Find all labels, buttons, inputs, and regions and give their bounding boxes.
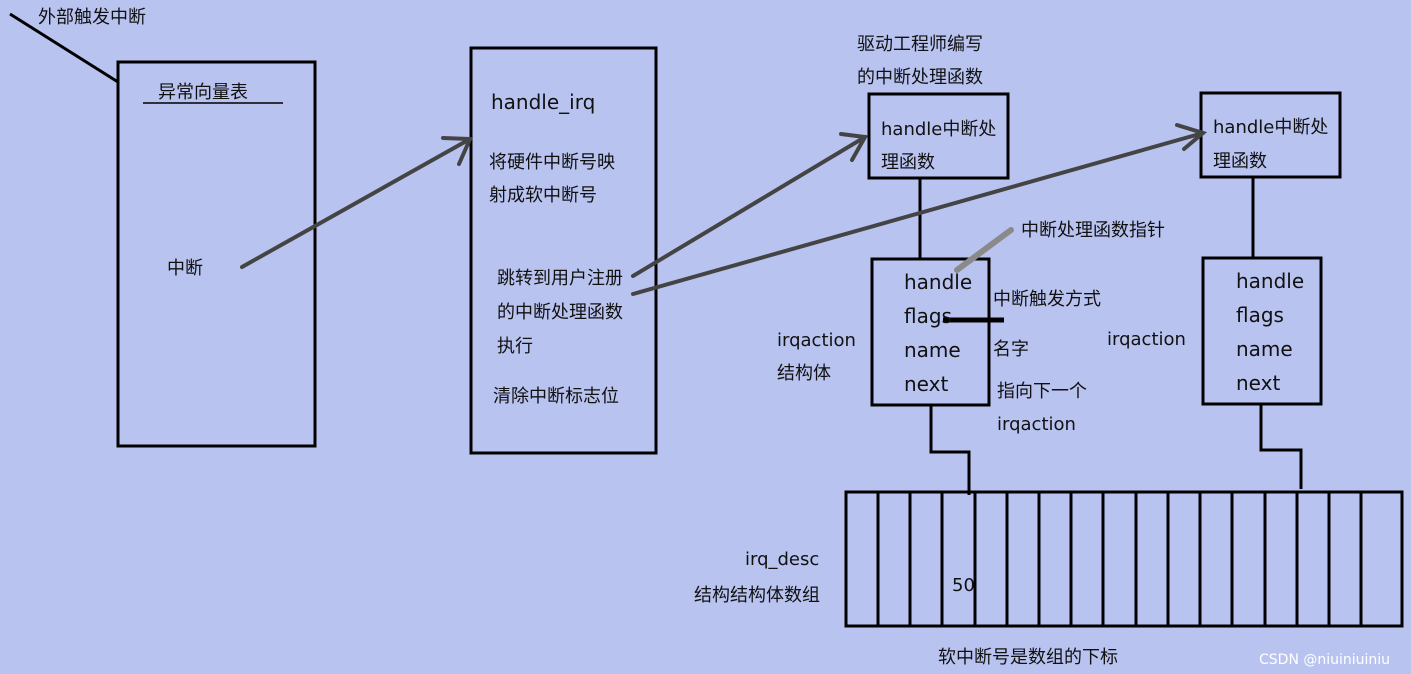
irq-desc-label-line1: irq_desc	[745, 549, 820, 570]
irqaction-right-label: irqaction	[1107, 329, 1186, 350]
jump-line3: 执行	[497, 336, 533, 357]
irqaction-left-to-desc	[929, 405, 971, 495]
irqaction-left-label-line1: irqaction	[777, 330, 856, 351]
arrowhead-isr-right	[1175, 123, 1208, 151]
arrowhead-handle-irq	[441, 136, 474, 166]
driver-note-line1: 驱动工程师编写	[857, 34, 983, 55]
bottom-caption: 软中断号是数组的下标	[938, 647, 1118, 668]
trigger-mode-label: 中断触发方式	[993, 289, 1101, 310]
field-name-left: name	[904, 338, 961, 362]
arrow-jump-to-isr-right	[631, 131, 1205, 296]
irq-desc-dividers	[876, 492, 1363, 626]
driver-note-line2: 的中断处理函数	[857, 67, 983, 88]
field-handle-left: handle	[904, 270, 973, 294]
next-note-line1: 指向下一个	[997, 381, 1087, 402]
isr-right-line2: 理函数	[1213, 151, 1267, 172]
array-index-50: 50	[952, 575, 975, 596]
jump-line1: 跳转到用户注册	[497, 268, 623, 289]
arrow-interrupt-to-handle-irq	[240, 137, 472, 269]
next-note-line2: irqaction	[997, 414, 1076, 435]
isr-box-left	[867, 92, 1010, 180]
clear-flag-label: 清除中断标志位	[493, 386, 619, 407]
handler-pointer-mark	[954, 227, 1014, 273]
isr-left-line1: handle中断处	[881, 119, 997, 140]
isr-left-line2: 理函数	[881, 152, 935, 173]
handle-irq-box	[469, 46, 658, 455]
irqaction-left-label-line2: 结构体	[777, 363, 831, 384]
irq-desc-label-line2: 结构结构体数组	[694, 585, 820, 606]
jump-line2: 的中断处理函数	[497, 302, 623, 323]
field-next-right: next	[1236, 371, 1281, 395]
external-interrupt-label: 外部触发中断	[38, 7, 146, 28]
map-irq-line1: 将硬件中断号映	[489, 152, 615, 173]
field-flags-right: flags	[1236, 303, 1284, 327]
vector-table-title: 异常向量表	[158, 82, 248, 103]
handle-irq-title: handle_irq	[491, 90, 596, 114]
field-flags-left: flags	[904, 304, 952, 328]
interrupt-label: 中断	[167, 258, 203, 279]
watermark: CSDN @niuiniuiniu	[1259, 652, 1391, 668]
vector-table-box	[116, 60, 317, 448]
handler-pointer-label: 中断处理函数指针	[1021, 220, 1165, 241]
external-trigger-line	[9, 12, 119, 84]
map-irq-line2: 射成软中断号	[489, 185, 597, 206]
field-name-right: name	[1236, 337, 1293, 361]
irqaction-right-to-desc	[1259, 404, 1303, 489]
field-handle-right: handle	[1236, 269, 1305, 293]
isr-right-line1: handle中断处	[1213, 117, 1329, 138]
arrow-jump-to-isr-left	[631, 135, 867, 278]
field-next-left: next	[904, 372, 949, 396]
arrowhead-isr-left	[839, 132, 869, 162]
name-note-label: 名字	[993, 339, 1029, 360]
irq-desc-array	[844, 490, 1404, 628]
